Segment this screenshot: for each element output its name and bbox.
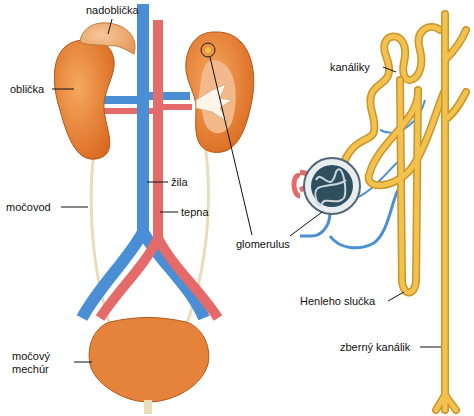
- adrenal-gland: [80, 23, 135, 54]
- part-label: žila: [171, 176, 188, 189]
- part-label: oblička: [10, 83, 44, 96]
- leader-line: [160, 212, 178, 213]
- collecting-duct: [436, 14, 466, 410]
- renal-artery: [160, 104, 192, 110]
- part-label: Henleho slučka: [300, 295, 375, 308]
- leader-line: [74, 362, 92, 363]
- leader-line: [383, 67, 396, 72]
- renal-pelvis: [196, 84, 232, 122]
- leader-lines: [52, 19, 441, 362]
- arteriole: [294, 176, 300, 196]
- part-label: glomerulus: [236, 238, 290, 251]
- leader-line: [210, 57, 252, 235]
- leader-line: [61, 207, 88, 208]
- bowman-capsule: [304, 158, 360, 214]
- kidney-section: [186, 32, 254, 153]
- collecting-duct: [436, 14, 466, 410]
- henle-loop: [369, 80, 445, 293]
- glomerulus: [311, 165, 353, 207]
- part-label: tepna: [181, 206, 209, 219]
- glomerulus-capillaries: [315, 169, 346, 205]
- bladder: [89, 318, 209, 403]
- urethra: [144, 400, 152, 414]
- part-label: kanáliky: [330, 61, 370, 74]
- part-label: zberný kanálik: [340, 341, 410, 354]
- artery: [158, 238, 218, 318]
- part-label: nadoblička: [86, 4, 139, 17]
- leader-line: [388, 292, 404, 301]
- part-label: močovod: [6, 201, 51, 214]
- leader-line: [420, 347, 441, 348]
- glomerulus-marker: [201, 43, 215, 57]
- leader-line: [147, 182, 168, 183]
- glomerulus-marker: [205, 47, 211, 53]
- leader-line: [290, 212, 322, 236]
- part-label: močový mechúr: [12, 350, 72, 376]
- leader-line: [108, 19, 112, 34]
- kidney: [54, 40, 114, 159]
- leader-line: [52, 89, 74, 90]
- henle-loop: [369, 80, 445, 293]
- renal-vein: [100, 96, 140, 104]
